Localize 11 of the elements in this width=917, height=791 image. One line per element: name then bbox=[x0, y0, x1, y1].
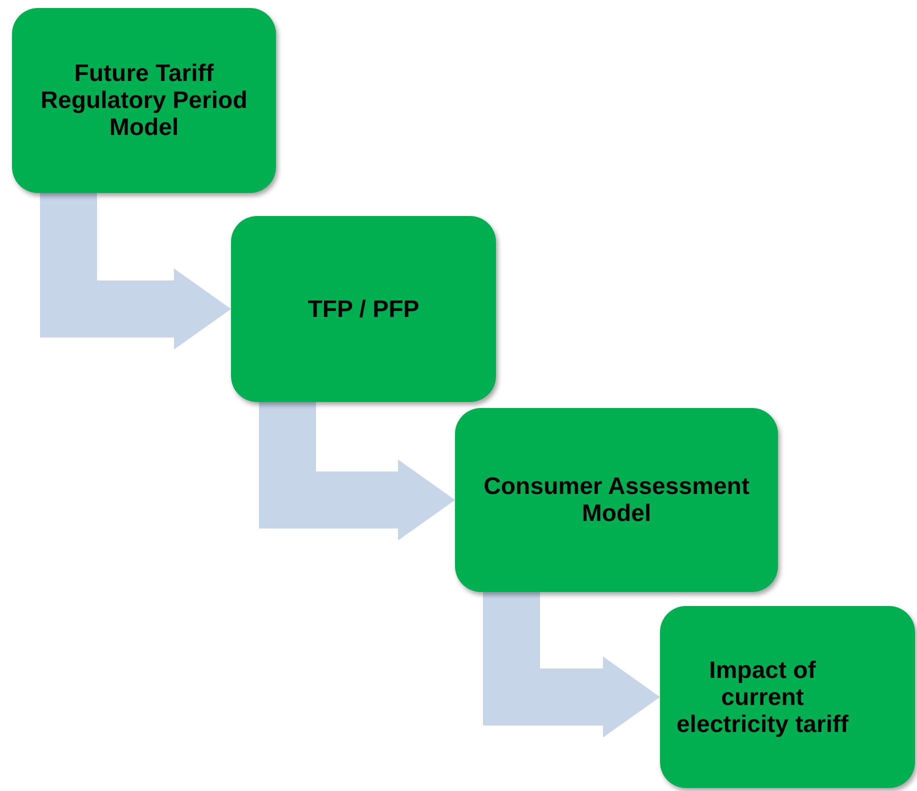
box-label: Consumer Assessment Model bbox=[482, 473, 750, 527]
box-label: Future Tariff Regulatory Period Model bbox=[40, 60, 248, 141]
bent-arrow bbox=[483, 592, 660, 738]
process-box bbox=[660, 606, 915, 788]
process-box bbox=[12, 8, 276, 193]
process-box bbox=[231, 216, 496, 402]
box-label: Impact of current electricity tariff bbox=[675, 656, 850, 738]
bent-arrow bbox=[40, 193, 231, 350]
bent-arrow bbox=[259, 402, 455, 540]
box-label: TFP / PFP bbox=[308, 296, 420, 322]
process-box bbox=[455, 408, 778, 592]
